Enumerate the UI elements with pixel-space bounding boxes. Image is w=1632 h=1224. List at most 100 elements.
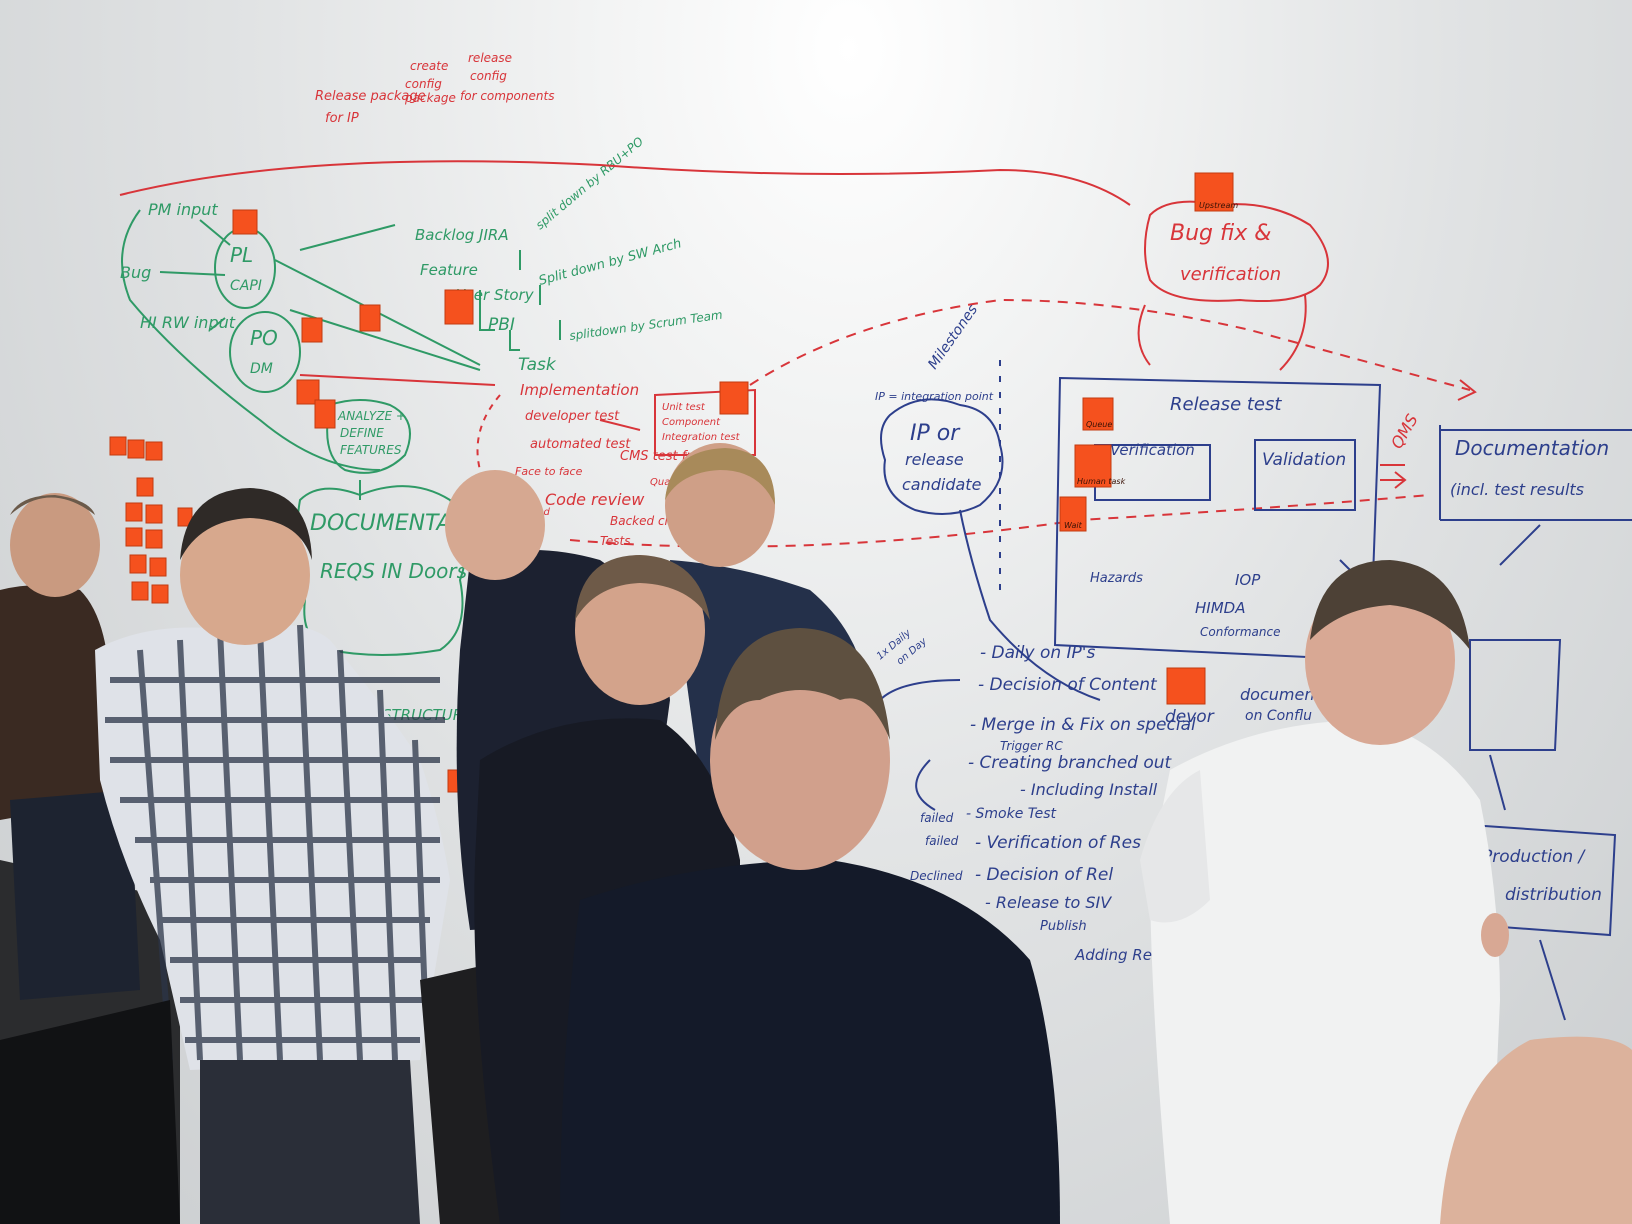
split-1: split down by RBU+PO	[533, 134, 646, 232]
list-adding: Adding Relea	[1074, 946, 1175, 964]
ip-integration-point: IP = integration point	[875, 390, 994, 403]
production-label: Production /	[1482, 847, 1587, 867]
impl-devtest: developer test	[525, 409, 620, 424]
people	[0, 443, 1632, 1224]
list-decision-rel: - Decision of Rel	[975, 865, 1113, 885]
input-hw: HI RW input	[140, 313, 236, 332]
person-bottom-right	[1440, 1036, 1632, 1224]
unit-test-3: Integration test	[662, 432, 741, 443]
doc-reqs: REQS IN Doors	[320, 559, 467, 583]
impl-title: Implementation	[520, 381, 639, 399]
sticky-note	[1059, 496, 1087, 532]
po-role-bubble	[229, 311, 301, 393]
list-daily: - Daily on IP's	[980, 643, 1095, 663]
person-white-shirt	[1140, 560, 1509, 1224]
list-decision-content: - Decision of Content	[978, 675, 1158, 695]
analyze-cloud	[326, 399, 411, 474]
role-po: PO	[250, 326, 278, 350]
list-merge: - Merge in & Fix on special	[970, 715, 1196, 735]
list-release: - Release to SIV	[985, 893, 1112, 912]
impl-face: Face to face	[515, 465, 583, 478]
documentation-right: Documentation	[1455, 436, 1609, 460]
documented-devor: devor	[1165, 707, 1215, 727]
side-declined: Declined	[910, 869, 963, 883]
backlog-task: Task	[518, 355, 557, 375]
release-test-title: Release test	[1170, 394, 1282, 415]
list-smoke: - Smoke Test	[966, 806, 1056, 822]
documentation-box	[1439, 425, 1632, 521]
note-config: config	[405, 77, 442, 91]
list-publish: Publish	[1040, 919, 1087, 934]
unit-test-1: Unit test	[662, 402, 706, 413]
backlog-jira: Backlog JIRA	[415, 226, 509, 244]
note-create: create	[410, 59, 448, 73]
sticky-human: Human task	[1077, 477, 1126, 486]
sticky-note	[719, 381, 749, 415]
impl-codereview: Code review	[545, 490, 645, 509]
qms-label: QMS	[1387, 411, 1422, 452]
sticky-note	[296, 379, 320, 405]
inner-box	[1469, 639, 1562, 751]
split-2: Split down by SW Arch	[537, 236, 683, 289]
analyze-3: FEATURES	[340, 443, 402, 457]
role-pl: PL	[230, 243, 253, 267]
backlog-pbi: PBI	[488, 315, 515, 335]
analyze-1: ANALYZE +	[337, 409, 406, 423]
ip-cloud	[880, 398, 1004, 515]
role-po-sub: DM	[250, 361, 273, 377]
himda-label: HIMDA	[1195, 599, 1245, 617]
documented-conflu: on Conflu	[1245, 708, 1312, 724]
sticky-note	[1166, 667, 1206, 705]
sticky-note	[314, 399, 336, 429]
sticky-note	[232, 209, 258, 235]
sticky-note	[444, 289, 474, 325]
note-for-ip: for IP	[325, 111, 359, 126]
sticky-note	[1194, 172, 1234, 212]
distribution-label: distribution	[1505, 885, 1602, 905]
verification-label: Verification	[1110, 441, 1195, 459]
sticky-note	[1082, 397, 1114, 431]
sticky-note	[1074, 444, 1112, 488]
note-release: release	[468, 51, 512, 65]
sticky-note	[359, 304, 381, 332]
analyze-2: DEFINE	[340, 426, 384, 440]
pl-role-bubble	[214, 227, 276, 309]
side-failed-2: failed	[925, 834, 959, 848]
bugfix-verification: verification	[1180, 264, 1281, 285]
split-3: splitdown by Scrum Team	[568, 308, 723, 343]
green-diagram	[121, 209, 561, 656]
input-pm: PM input	[148, 200, 218, 219]
ip-or: IP or	[910, 421, 961, 446]
role-pl-sub: CAPI	[230, 278, 262, 294]
bug-fix-cloud	[1144, 200, 1329, 302]
ip-candidate: candidate	[902, 475, 982, 494]
ip-release: release	[905, 450, 964, 469]
validation-label: Validation	[1262, 450, 1346, 470]
unit-test-2: Component	[662, 417, 721, 428]
note-package: package	[404, 91, 456, 105]
documentation-incl: (incl. test results	[1450, 480, 1584, 499]
input-bug: Bug	[120, 263, 151, 282]
hazards-label: Hazards	[1090, 571, 1143, 586]
validation-box	[1254, 439, 1356, 511]
list-including: - Including Install	[1020, 780, 1158, 799]
list-trigger: Trigger RC	[1000, 739, 1063, 753]
sticky-queue: Queue	[1086, 420, 1112, 429]
list-creating: - Creating branched out	[968, 753, 1173, 773]
sticky-upstream: Upstream	[1199, 201, 1238, 210]
list-verification: - Verification of Res	[975, 833, 1141, 853]
sticky-note	[301, 317, 323, 343]
person-foreground	[560, 628, 1060, 1224]
bugfix-title: Bug fix &	[1170, 221, 1271, 246]
conformance-label: Conformance	[1200, 625, 1280, 639]
impl-autotest: automated test	[530, 437, 631, 452]
note-release-package: Release package	[315, 89, 426, 104]
backlog-feature: Feature	[420, 261, 478, 279]
iop-label: IOP	[1235, 571, 1261, 589]
impl-tests: Tests	[600, 534, 630, 548]
person-left	[0, 493, 140, 1000]
note-config2: config	[470, 69, 507, 83]
backlog-story: User Story	[455, 286, 535, 304]
